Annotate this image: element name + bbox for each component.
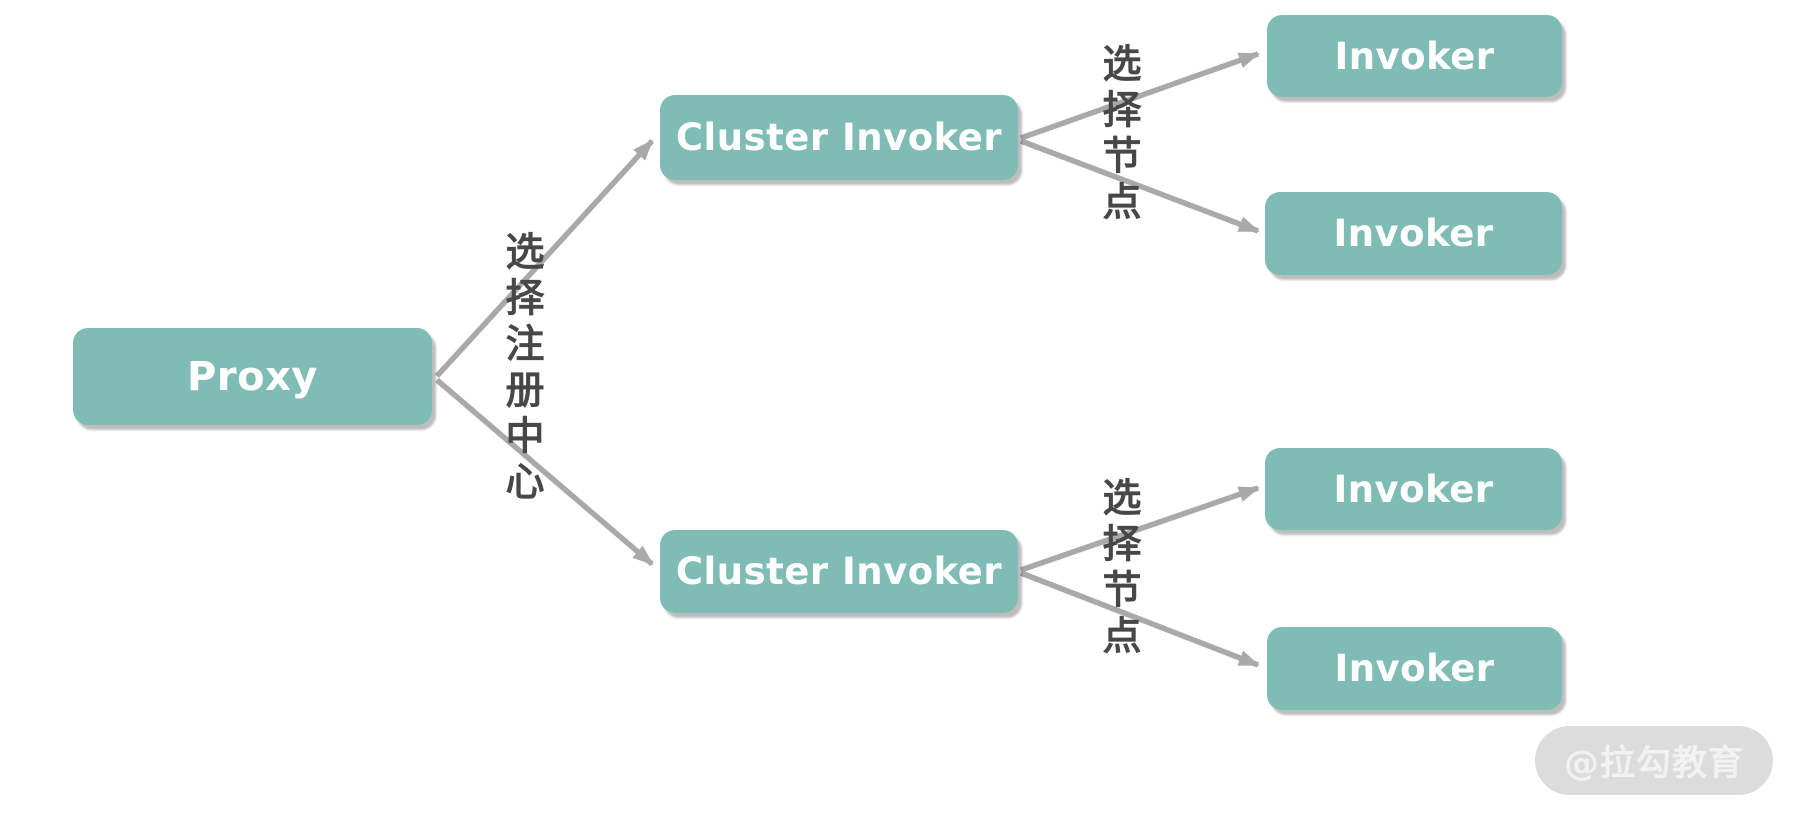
watermark-text: @拉勾教育 — [1563, 744, 1744, 784]
node-cluster-invoker-bottom: Cluster Invoker — [660, 530, 1018, 613]
node-cluster-invoker-top: Cluster Invoker — [660, 95, 1018, 180]
node-proxy: Proxy — [73, 328, 432, 425]
edge-label-select-node-bottom: 选择节点 — [1096, 477, 1141, 661]
node-invoker-3-label: Invoker — [1333, 467, 1494, 511]
watermark-badge: @拉勾教育 — [1535, 726, 1773, 795]
node-invoker-1-label: Invoker — [1334, 34, 1495, 78]
node-invoker-2: Invoker — [1265, 192, 1562, 275]
node-invoker-1: Invoker — [1267, 15, 1562, 97]
edge-label-select-node-top: 选择节点 — [1096, 43, 1141, 227]
node-cluster-invoker-bottom-label: Cluster Invoker — [675, 550, 1003, 593]
node-invoker-4-label: Invoker — [1334, 647, 1495, 690]
edge-proxy-to-cluster-1 — [434, 139, 655, 378]
node-invoker-2-label: Invoker — [1333, 212, 1494, 255]
node-proxy-label: Proxy — [187, 353, 318, 400]
node-cluster-invoker-top-label: Cluster Invoker — [675, 116, 1003, 159]
edge-proxy-to-cluster-2 — [435, 377, 654, 567]
node-invoker-4: Invoker — [1267, 627, 1562, 710]
edge-label-select-registry: 选择注册中心 — [499, 231, 544, 507]
node-invoker-3: Invoker — [1265, 448, 1562, 530]
